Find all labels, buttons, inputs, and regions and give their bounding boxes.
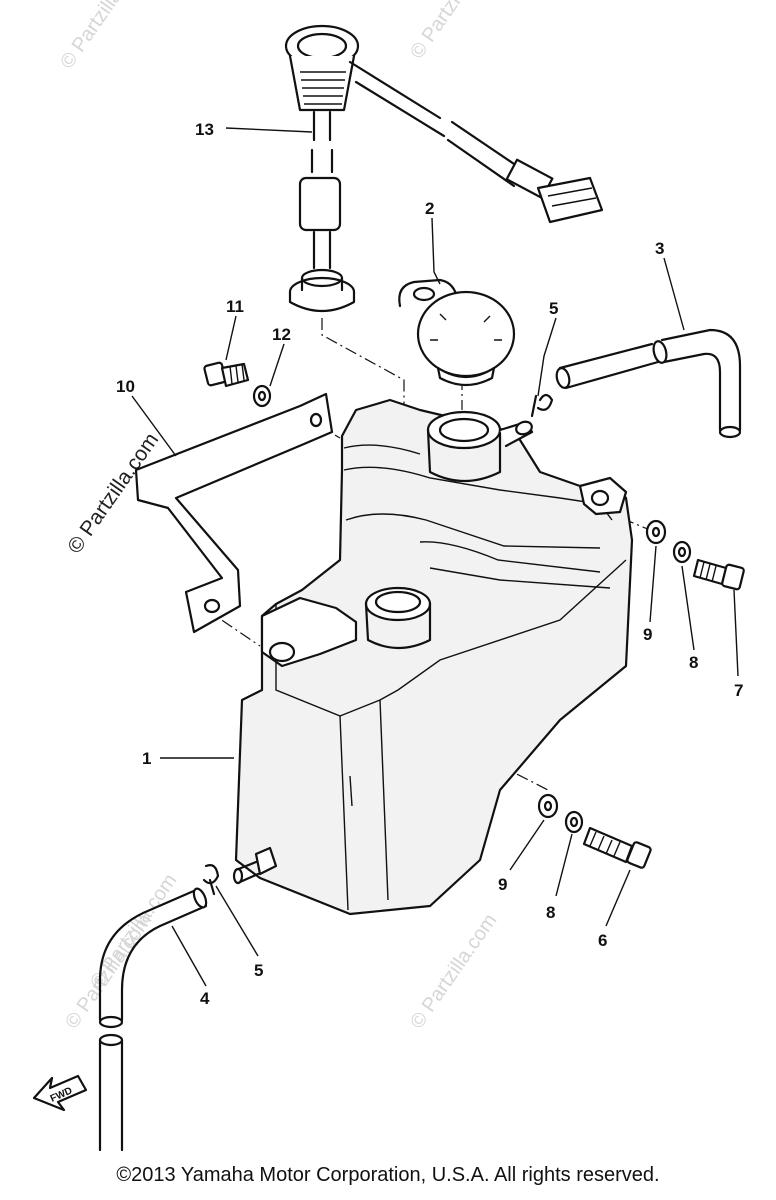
label-part-5-upper: 5: [549, 299, 558, 318]
label-part-2: 2: [425, 199, 434, 218]
label-part-9-upper: 9: [643, 625, 652, 644]
breather-hose: [555, 328, 742, 439]
label-part-1: 1: [142, 749, 151, 768]
oil-level-gauge: [284, 24, 604, 312]
label-part-8-upper: 8: [689, 653, 698, 672]
hose-clip-lower: [202, 864, 220, 896]
part-number-labels: 13 2 3 5 11 12 10 1 9 8 7 9 8 6 5 4: [116, 120, 743, 1008]
watermark: © Partzilla.com: [406, 910, 501, 1033]
watermark: © Partzilla.com: [406, 0, 501, 63]
oil-tank-body: [232, 398, 634, 916]
label-part-11: 11: [226, 297, 244, 316]
feed-hose: [98, 887, 208, 1152]
oil-tank-cap: [398, 278, 516, 387]
washer-9-lower: [537, 793, 559, 819]
label-part-10: 10: [116, 377, 135, 396]
label-part-7: 7: [734, 681, 743, 700]
lock-washer-8-lower: [564, 810, 584, 834]
washer-12: [252, 384, 272, 408]
washer-9-upper: [645, 519, 667, 545]
hose-clip-upper: [530, 393, 554, 418]
watermark: © Partzilla.com: [56, 0, 151, 73]
label-part-4: 4: [200, 989, 210, 1008]
lock-washer-8-upper: [672, 540, 692, 564]
label-part-3: 3: [655, 239, 664, 258]
oil-tank-exploded-view: © Partzilla.com © Partzilla.com © Partzi…: [32, 0, 745, 1152]
forward-direction-arrow: FWD: [32, 1074, 88, 1112]
label-part-13: 13: [195, 120, 214, 139]
label-part-8-lower: 8: [546, 903, 555, 922]
copyright-notice: ©2013 Yamaha Motor Corporation, U.S.A. A…: [116, 1164, 660, 1186]
label-part-9-lower: 9: [498, 875, 507, 894]
label-part-5-lower: 5: [254, 961, 263, 980]
bolt-6: [582, 826, 652, 869]
bolt-7: [692, 558, 745, 591]
tank-stay-bracket: [134, 392, 334, 634]
label-part-6: 6: [598, 931, 607, 950]
leader-lines: [131, 127, 739, 987]
label-part-12: 12: [272, 325, 291, 344]
bolt-11: [203, 361, 250, 388]
